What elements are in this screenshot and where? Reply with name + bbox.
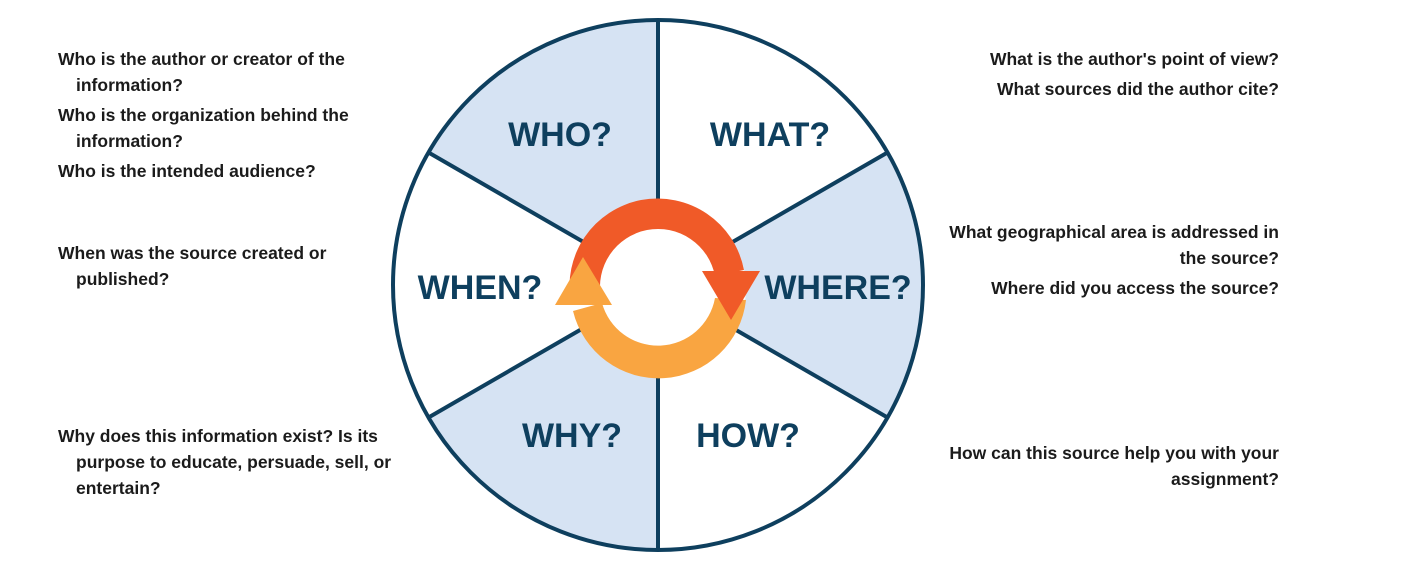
where-question: Where did you access the source?: [991, 278, 1279, 298]
cycle-arrows-icon: [555, 198, 760, 379]
why-question: Why does this information exist? Is its …: [58, 426, 392, 498]
segment-who: [428, 20, 658, 285]
why-questions: Why does this information exist? Is its …: [58, 423, 438, 505]
where-questions: What geographical area is addressed in t…: [919, 219, 1279, 305]
when-questions: When was the source created or published…: [58, 240, 378, 296]
segment-label-where: WHERE?: [764, 269, 911, 307]
who-question: Who is the author or creator of the info…: [58, 49, 345, 95]
segment-label-what: WHAT?: [710, 116, 830, 154]
segment-label-when: WHEN?: [418, 269, 543, 307]
segment-label-who: WHO?: [508, 116, 612, 154]
when-question: When was the source created or published…: [58, 243, 327, 289]
who-question: Who is the intended audience?: [58, 161, 316, 181]
segment-label-how: HOW?: [696, 417, 800, 455]
how-questions: How can this source help you with your a…: [939, 440, 1279, 496]
wheel-outline: [391, 18, 925, 552]
what-questions: What is the author's point of view? What…: [919, 46, 1279, 106]
where-question: What geographical area is addressed in t…: [949, 222, 1279, 268]
who-question: Who is the organization behind the infor…: [58, 105, 349, 151]
segment-where: [658, 152, 924, 418]
how-question: How can this source help you with your a…: [949, 443, 1279, 489]
segment-label-why: WHY?: [522, 417, 622, 455]
what-question: What sources did the author cite?: [997, 79, 1279, 99]
what-question: What is the author's point of view?: [989, 49, 1279, 69]
who-questions: Who is the author or creator of the info…: [58, 46, 398, 188]
